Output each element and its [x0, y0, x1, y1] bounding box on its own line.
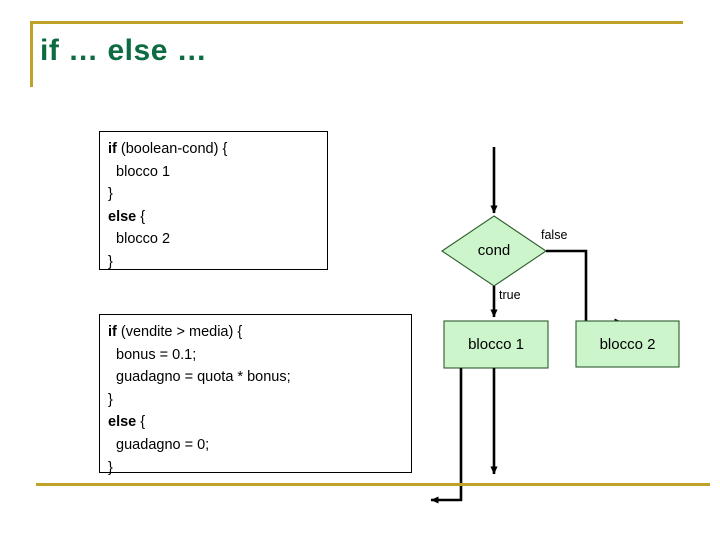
- code-keyword: if: [108, 141, 117, 157]
- blocco2-label: blocco 2: [599, 336, 656, 353]
- code-line: }: [108, 389, 411, 412]
- code-line: bonus = 0.1;: [108, 344, 411, 367]
- decision-label: cond: [477, 242, 511, 259]
- code-text: {: [136, 208, 146, 225]
- blocco1-label: blocco 1: [468, 336, 524, 353]
- code-line: else {: [108, 206, 327, 229]
- edge-merge-return-left: [430, 368, 463, 504]
- code-keyword: else: [108, 208, 137, 225]
- edge-label-false: false: [541, 228, 568, 242]
- code-line: if (boolean-cond) {: [108, 138, 327, 161]
- code-text: guadagno = 0;: [108, 436, 210, 453]
- code-keyword: if: [108, 324, 117, 340]
- code-line: }: [108, 457, 411, 480]
- code-line: }: [108, 183, 327, 206]
- code-text: }: [108, 186, 113, 203]
- edge-label-true: true: [499, 288, 521, 302]
- code-text: (vendite > media) {: [116, 324, 243, 340]
- code-block-generic-if-else: if (boolean-cond) { blocco 1 } else { bl…: [99, 131, 328, 270]
- code-line: }: [108, 251, 327, 274]
- code-line: else {: [108, 411, 411, 434]
- code-line: guadagno = quota * bonus;: [108, 366, 411, 389]
- edge-false-to-blocco2: [546, 249, 623, 326]
- code-text: blocco 2: [108, 231, 171, 248]
- code-line: blocco 1: [108, 161, 327, 184]
- code-text: blocco 1: [108, 163, 171, 180]
- bottom-rule: [36, 483, 710, 486]
- code-text: bonus = 0.1;: [108, 346, 197, 363]
- title-rule-top: [30, 21, 683, 24]
- code-text: }: [108, 391, 113, 408]
- code-text: guadagno = quota * bonus;: [108, 369, 291, 386]
- code-keyword: else: [108, 414, 137, 431]
- code-line: guadagno = 0;: [108, 434, 411, 457]
- code-text: }: [108, 459, 113, 476]
- code-line: blocco 2: [108, 228, 327, 251]
- code-block-example-if-else: if (vendite > media) { bonus = 0.1; guad…: [99, 314, 412, 476]
- code-text: }: [108, 253, 113, 270]
- title-rule-left: [30, 21, 33, 87]
- code-text: {: [136, 414, 146, 431]
- page-title: if … else …: [40, 34, 208, 67]
- code-text: (boolean-cond) {: [116, 141, 228, 157]
- code-line: if (vendite > media) {: [108, 321, 411, 344]
